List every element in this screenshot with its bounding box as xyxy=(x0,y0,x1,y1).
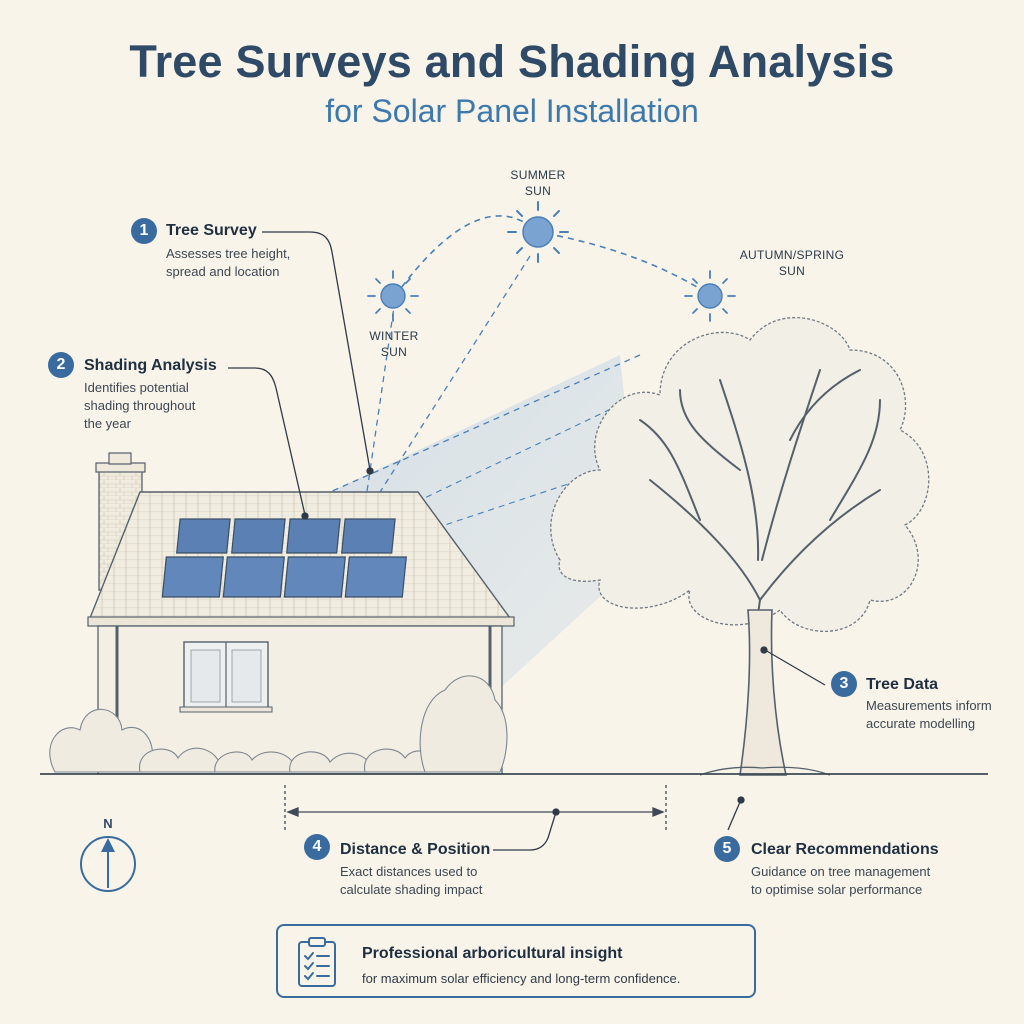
clipboard-icon xyxy=(298,937,336,987)
callout-3-description: Measurements inform accurate modelling xyxy=(866,698,992,731)
winter-sun-icon xyxy=(367,270,419,322)
compass-icon xyxy=(80,836,136,892)
insight-description: for maximum solar efficiency and long-te… xyxy=(362,971,681,986)
summer-sun-label: SUMMER SUN xyxy=(510,168,566,198)
callout-3-title: Tree Data xyxy=(866,676,939,693)
leader-distance xyxy=(493,811,557,851)
callout-2-badge: 2 xyxy=(48,352,74,378)
leader-tree-survey xyxy=(262,231,371,471)
callout-4-title: Distance & Position xyxy=(340,841,491,858)
callout-2-description: Identifies potential shading throughout … xyxy=(84,380,196,431)
insight-box: Professional arboricultural insight for … xyxy=(276,924,756,998)
tree-illustration xyxy=(550,316,930,776)
callout-4-description: Exact distances used to calculate shadin… xyxy=(340,864,483,897)
winter-ray xyxy=(364,299,396,506)
callout-1-description: Assesses tree height, spread and locatio… xyxy=(166,246,291,279)
leader-tree-data xyxy=(764,649,826,686)
tree-trunk xyxy=(739,609,787,776)
summer-ray xyxy=(374,255,531,501)
callout-1-title: Tree Survey xyxy=(166,222,257,239)
leader-recommendations xyxy=(727,801,741,831)
compass-label: N xyxy=(103,816,113,831)
insight-title: Professional arboricultural insight xyxy=(362,945,623,962)
tree-canopy xyxy=(550,316,930,632)
callout-3-badge: 3 xyxy=(831,671,857,697)
autumn-ray xyxy=(329,354,641,493)
callout-5-description: Guidance on tree management to optimise … xyxy=(751,864,931,897)
bushes xyxy=(49,675,508,773)
page-title: Tree Surveys and Shading Analysis xyxy=(129,36,895,87)
shading-beam xyxy=(330,355,640,690)
distance-measure xyxy=(284,785,667,830)
callout-2-title: Shading Analysis xyxy=(84,357,217,374)
summer-sun-icon xyxy=(507,201,569,263)
leader-shading xyxy=(228,367,306,516)
callout-5-badge: 5 xyxy=(714,836,740,862)
winter-sun-label: WINTER SUN xyxy=(369,329,419,359)
autumn-ray-2 xyxy=(409,394,641,506)
callout-5-title: Clear Recommendations xyxy=(751,841,939,858)
autumn-spring-sun-label: AUTUMN/SPRING SUN xyxy=(739,248,845,278)
callout-4-badge: 4 xyxy=(304,834,330,860)
window xyxy=(179,641,273,713)
callout-1-badge: 1 xyxy=(131,218,157,244)
solar-panels xyxy=(161,518,407,598)
page-subtitle: for Solar Panel Installation xyxy=(325,93,699,129)
autumn-sun-icon xyxy=(684,270,736,322)
